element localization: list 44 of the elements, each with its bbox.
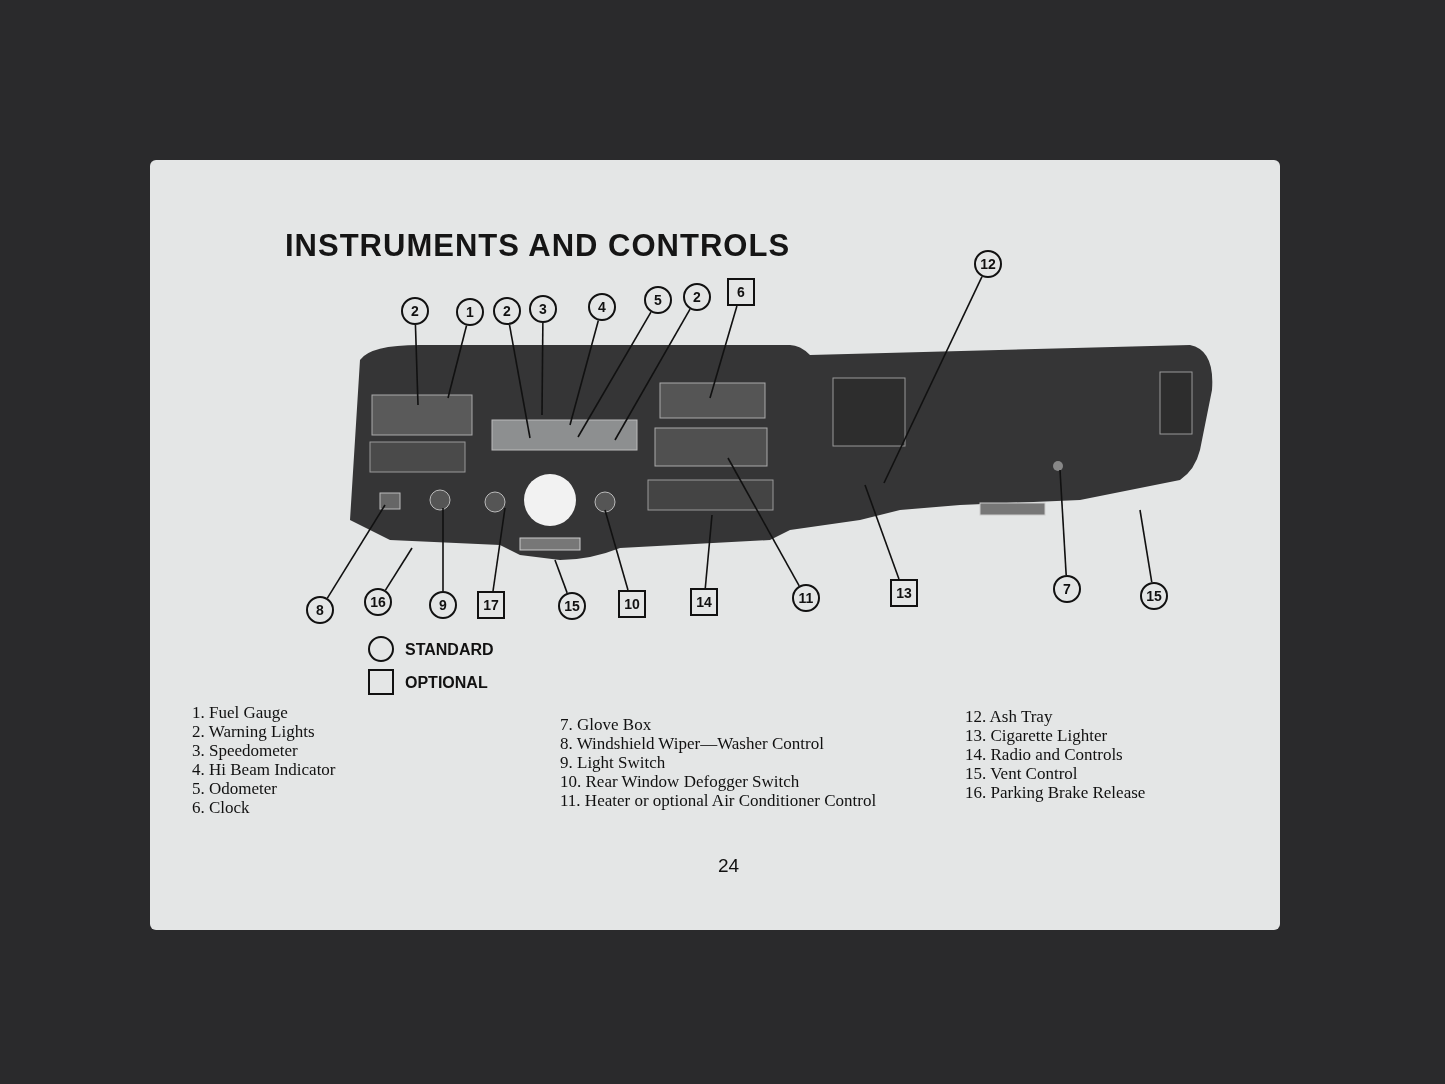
callout-number: 10	[618, 590, 646, 618]
legend-item: 2. Warning Lights	[192, 722, 316, 741]
legend-item: 5. Odometer	[192, 779, 278, 798]
leader-line	[704, 514, 713, 589]
legend-item: 14. Radio and Controls	[965, 745, 1124, 764]
legend-label: STANDARD	[405, 641, 494, 659]
legend-item: 1. Fuel Gauge	[192, 703, 289, 722]
leader-line	[326, 504, 386, 599]
leader-line	[1059, 469, 1067, 576]
leader-line	[1139, 509, 1153, 583]
legend-item: 8. Windshield Wiper—Washer Control	[560, 734, 825, 753]
legend-item: 11. Heater or optional Air Conditioner Control	[560, 791, 878, 810]
legend-item: 13. Cigarette Lighter	[965, 726, 1109, 745]
leader-line	[492, 507, 506, 592]
title: INSTRUMENTS AND CONTROLS	[285, 228, 791, 264]
leader-line	[508, 323, 531, 439]
callout-number: 6	[727, 278, 755, 306]
legend-item: 3. Speedometer	[192, 741, 299, 760]
legend-item: 9. Light Switch	[560, 753, 667, 772]
legend-item: 7. Glove Box	[560, 715, 653, 734]
page-number: 24	[718, 855, 740, 877]
leader-line	[604, 509, 629, 591]
leader-line	[614, 308, 691, 441]
callout-number: 13	[890, 579, 918, 607]
leader-line	[577, 311, 652, 438]
leader-line	[709, 305, 738, 399]
leader-line	[541, 322, 544, 416]
callout-number: 14	[690, 588, 718, 616]
legend-item: 4. Hi Beam Indicator	[192, 760, 337, 779]
leader-line	[883, 275, 983, 484]
leader-line	[554, 559, 568, 594]
leader-line	[727, 457, 800, 587]
legend-item: 12. Ash Tray	[965, 707, 1054, 726]
leader-line	[442, 507, 444, 592]
leader-line	[864, 484, 900, 580]
leader-line	[569, 319, 600, 426]
leader-line	[414, 324, 419, 406]
legend-item: 16. Parking Brake Release	[965, 783, 1147, 802]
legend-item: 10. Rear Window Defogger Switch	[560, 772, 801, 791]
leader-line	[384, 547, 413, 591]
callout-number: 17	[477, 591, 505, 619]
legend-item: 6. Clock	[192, 798, 251, 817]
legend-label: OPTIONAL	[405, 674, 488, 692]
legend-item: 15. Vent Control	[965, 764, 1079, 783]
